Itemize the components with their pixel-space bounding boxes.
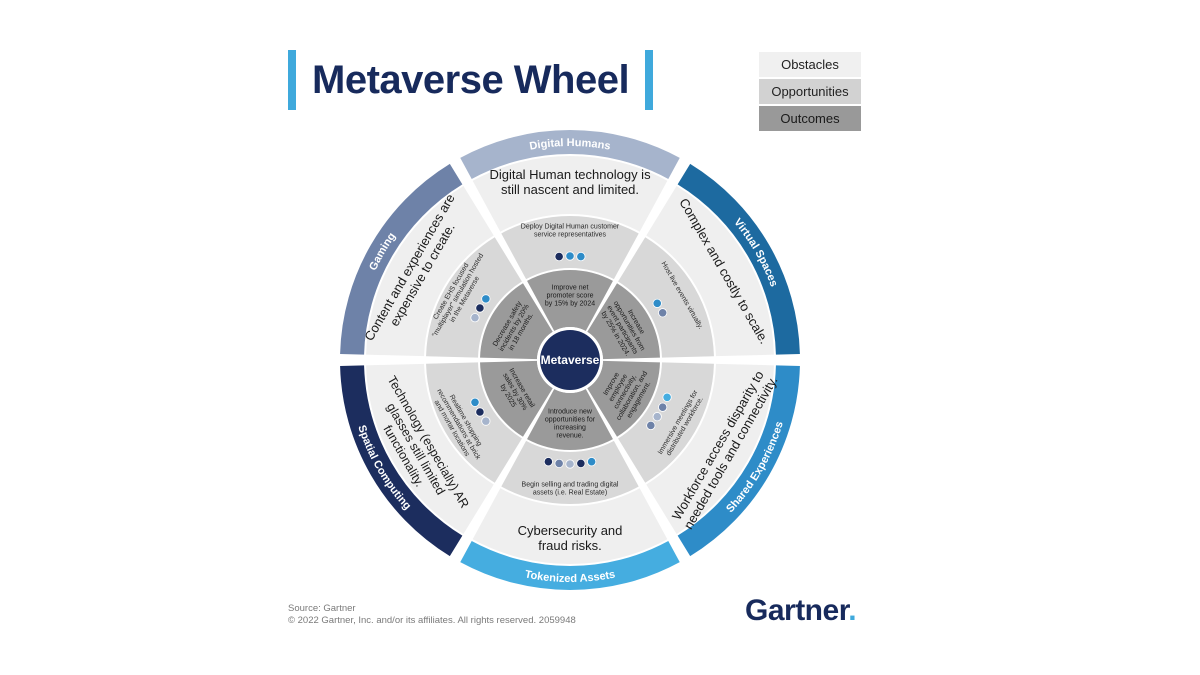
outcome-cell	[527, 389, 613, 450]
opportunity-cell	[426, 362, 522, 483]
source-line: Source: Gartner	[288, 603, 356, 614]
outcome-text-line: Improve net	[552, 285, 589, 292]
indicator-dot	[565, 251, 575, 261]
gartner-logo: Gartner.	[745, 594, 857, 628]
outcome-cell	[587, 360, 660, 437]
title-bar-right	[645, 50, 654, 110]
sector-band	[677, 163, 800, 355]
outcome-text-line: opportunities for	[545, 417, 596, 424]
sector-band	[340, 163, 463, 355]
indicator-dot	[652, 298, 662, 308]
opportunity-text-line: Deploy Digital Human customer	[521, 224, 620, 231]
page-title: Metaverse Wheel	[312, 57, 630, 102]
opportunity-cell	[501, 216, 639, 280]
obstacle-cell	[646, 186, 774, 357]
obstacle-text-line: Digital Human technology is	[489, 167, 651, 182]
indicator-dot	[554, 251, 564, 262]
opportunity-text-line: assets (i.e. Real Estate)	[533, 489, 607, 496]
obstacle-text-line: Cybersecurity and	[518, 523, 623, 538]
copyright-line: © 2022 Gartner, Inc. and/or its affiliat…	[288, 615, 576, 626]
outcome-text-line: by 15% by 2024	[545, 300, 595, 307]
obstacle-cell	[366, 186, 494, 357]
opportunity-text-line: Begin selling and trading digital	[522, 482, 619, 489]
outcome-text-line: increasing	[554, 424, 586, 431]
outcome-cell	[480, 283, 553, 360]
indicator-dot	[576, 251, 586, 262]
source-block: Source: Gartner © 2022 Gartner, Inc. and…	[288, 603, 576, 627]
indicator-dot	[543, 457, 553, 467]
obstacle-cell	[472, 156, 668, 232]
obstacle-cell	[646, 363, 774, 534]
legend-opportunities: Opportunities	[759, 79, 861, 104]
indicator-dot	[470, 397, 480, 407]
opportunity-text-line: service representatives	[534, 231, 606, 238]
outcome-text: Improveemployeeconnectivity,collaboratio…	[602, 370, 652, 421]
outcome-text-line: Introduce new	[548, 409, 593, 416]
indicator-dot	[658, 308, 668, 318]
indicator-dot	[652, 412, 662, 422]
obstacle-text-line: still nascent and limited.	[501, 182, 639, 197]
indicator-dot	[658, 402, 668, 412]
indicator-dot	[576, 458, 586, 469]
indicator-dot	[470, 313, 480, 323]
indicator-dot	[646, 420, 656, 431]
opportunity-cell	[618, 237, 714, 358]
outcome-text-line: revenue.	[556, 432, 583, 439]
sector-label-text: Tokenized Assets	[524, 568, 616, 585]
opportunity-cell	[618, 362, 714, 483]
brand-dot: .	[848, 594, 857, 627]
outcome-cell	[527, 270, 613, 331]
sector-band	[460, 130, 680, 179]
opportunity-cell	[501, 440, 639, 504]
indicator-dot	[662, 392, 672, 402]
sector-label: Tokenized Assets	[524, 568, 616, 585]
title-block: Metaverse Wheel	[288, 50, 654, 110]
opportunity-text: Begin selling and trading digitalassets …	[522, 482, 619, 497]
opportunity-cell	[426, 237, 522, 358]
sector-label-text: Digital Humans	[529, 137, 612, 153]
obstacle-cell	[472, 488, 668, 564]
indicator-dot	[587, 457, 597, 467]
sector-band	[340, 365, 463, 557]
sector-band	[460, 541, 680, 590]
legend-obstacles: Obstacles	[759, 52, 861, 77]
obstacle-cell	[366, 363, 494, 534]
legend: Obstacles Opportunities Outcomes	[759, 52, 861, 133]
indicator-dot	[481, 294, 491, 304]
sector-label: Digital Humans	[529, 137, 612, 153]
legend-outcomes: Outcomes	[759, 106, 861, 131]
outcome-cell	[480, 360, 553, 437]
indicator-dot	[565, 459, 575, 469]
center-label: Metaverse	[541, 353, 600, 367]
sector-band	[677, 365, 800, 557]
outcome-cell	[587, 283, 660, 360]
indicator-dot	[475, 303, 485, 313]
indicator-dot	[475, 407, 485, 417]
center-circle	[540, 330, 600, 390]
indicator-dot	[481, 416, 491, 426]
obstacle-text-line: fraud risks.	[538, 538, 602, 553]
outcome-text-line: promoter score	[546, 293, 593, 300]
title-bar-left	[288, 50, 296, 110]
brand-name: Gartner	[745, 594, 849, 627]
indicator-dot	[554, 458, 564, 469]
